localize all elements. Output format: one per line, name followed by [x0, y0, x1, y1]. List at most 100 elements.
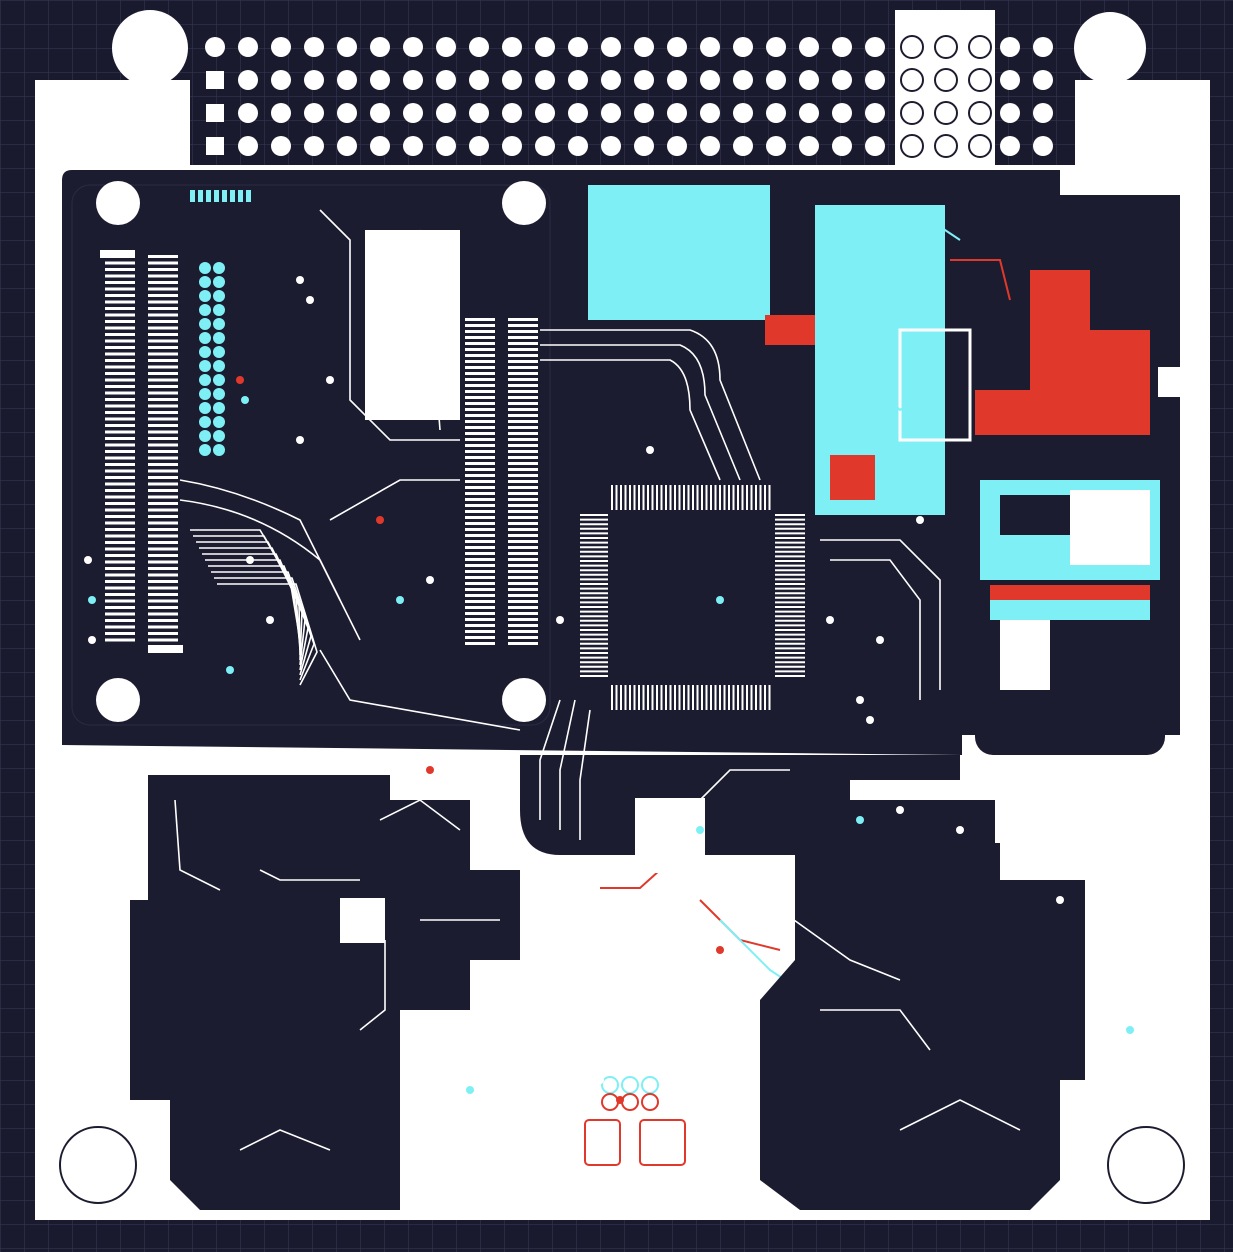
connector-pad [465, 588, 495, 591]
top-connector-header[interactable] [112, 10, 1146, 195]
header-pin [832, 70, 852, 90]
connector-pad [465, 438, 495, 441]
connector-pad [105, 469, 135, 473]
connector-pin [934, 134, 958, 158]
connector-pad [105, 456, 135, 460]
header-pin [865, 70, 885, 90]
connector-pad [465, 624, 495, 627]
bottom-left-rf-shield[interactable] [130, 775, 520, 1210]
connector-pad [508, 642, 538, 645]
connector-pad [105, 313, 135, 317]
connector-pad [465, 486, 495, 489]
connector-pin-grid [900, 35, 992, 158]
connector-pad [465, 450, 495, 453]
via-dot-icon [516, 996, 524, 1004]
connector-pad [105, 443, 135, 447]
connector-pin [934, 68, 958, 92]
via-dot-icon [956, 826, 964, 834]
connector-pad [148, 398, 178, 401]
signal-trace [559, 699, 576, 830]
signal-trace [540, 344, 741, 481]
via-dot-icon [426, 576, 434, 584]
connector-pad [105, 398, 135, 401]
connector-pad [508, 384, 538, 387]
header-pin [799, 103, 819, 123]
connector-pad [465, 456, 495, 459]
via-dot-icon [826, 616, 834, 624]
signal-trace [579, 709, 591, 840]
header-pin [271, 103, 291, 123]
connector-pad [148, 313, 178, 317]
cyan-pad [214, 190, 219, 202]
connector-pad [465, 528, 495, 531]
header-pin [502, 70, 522, 90]
connector-pad [508, 390, 538, 393]
connector-pad [465, 642, 495, 645]
header-pin [832, 37, 852, 57]
cyan-pad [199, 374, 211, 386]
connector-pad [508, 318, 538, 321]
header-pin [370, 37, 390, 57]
connector-pad [148, 294, 178, 297]
connector-pad [105, 378, 135, 382]
connector-pad [465, 576, 495, 579]
connector-pad [465, 630, 495, 633]
header-pin [1033, 103, 1053, 123]
header-pin [370, 103, 390, 123]
signal-trace [217, 583, 318, 686]
via-dot-icon [296, 276, 304, 284]
connector-pad [105, 560, 135, 564]
connector-pad [465, 384, 495, 387]
connector-pad [105, 489, 135, 492]
connector-pad [465, 522, 495, 525]
header-pin [469, 70, 489, 90]
connector-pad [105, 534, 135, 538]
header-pin [634, 37, 654, 57]
connector-pad [148, 320, 178, 323]
via-dot-icon [1126, 1026, 1134, 1034]
connector-pad [465, 504, 495, 507]
connector-pad [148, 580, 178, 583]
connector-pad [465, 342, 495, 345]
signal-trace [359, 940, 386, 1031]
connector-pad [105, 515, 135, 518]
connector-pad [148, 346, 178, 349]
via-dot-icon [696, 826, 704, 834]
header-pin [304, 136, 324, 156]
cyan-pad [213, 388, 225, 400]
connector-pad [105, 326, 135, 330]
connector-pad [465, 546, 495, 549]
connector-pad [465, 564, 495, 567]
header-pin [799, 37, 819, 57]
via-dot-icon [616, 1096, 624, 1104]
header-pin [403, 136, 423, 156]
header-pin [403, 37, 423, 57]
connector-pad [105, 502, 135, 505]
center-processor[interactable] [580, 485, 805, 710]
connector-pad [465, 468, 495, 471]
connector-pad [148, 430, 178, 434]
cyan-pad [190, 190, 195, 202]
cyan-pad [199, 290, 211, 302]
bottom-right-rf-shield[interactable] [760, 800, 1085, 1210]
connector-pad [465, 570, 495, 573]
left-fpga-module[interactable] [71, 181, 551, 726]
header-pin [601, 103, 621, 123]
top-right-rf-section[interactable] [588, 152, 1198, 991]
connector-pad [508, 360, 538, 363]
via-dot-icon [96, 1066, 104, 1074]
connector-pad [465, 606, 495, 609]
mounting-hole-top-right [1074, 12, 1146, 84]
connector-pad [508, 510, 538, 513]
connector-pad [465, 360, 495, 363]
connector-pin [934, 101, 958, 125]
connector-pad [148, 482, 178, 486]
header-pin [1033, 136, 1053, 156]
cyan-pad [213, 290, 225, 302]
via-dot-icon [856, 816, 864, 824]
header-pin [700, 103, 720, 123]
right-power-module[interactable] [975, 470, 1165, 755]
via-dot-icon [646, 446, 654, 454]
connector-pad [148, 274, 178, 278]
